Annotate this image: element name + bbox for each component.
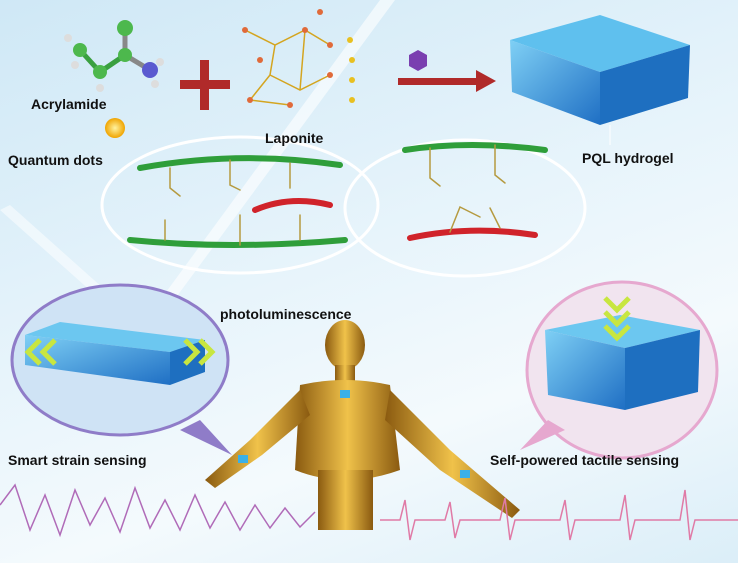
tactile-signal-waveform [380,489,738,541]
laponite-label: Laponite [265,130,324,146]
laponite-structure [242,9,355,108]
strain-sensing-callout [10,283,232,455]
reaction-arrow [398,70,496,92]
tactile-sensing-callout [520,280,719,460]
photoluminescence-label: photoluminescence [220,306,352,322]
smart-strain-label: Smart strain sensing [8,452,147,468]
tactile-sensing-label: Self-powered tactile sensing [490,452,680,468]
quantum-dot-icon [105,118,125,138]
pql-hydrogel-label: PQL hydrogel [582,150,674,166]
initiator-icon [409,50,427,71]
acrylamide-molecule [64,20,164,92]
strain-signal-waveform [0,483,316,538]
acrylamide-label: Acrylamide [31,96,107,112]
hydrogen-bond-ellipse [100,135,380,275]
polymer-chains [127,142,548,248]
human-figure [205,320,520,530]
laponite-interaction-ellipse [343,138,587,278]
light-beam [120,0,395,360]
plus-icon [180,60,230,110]
pql-hydrogel-block [510,15,690,125]
quantum-dots-label: Quantum dots [8,152,103,168]
sensor-patches [238,390,470,478]
